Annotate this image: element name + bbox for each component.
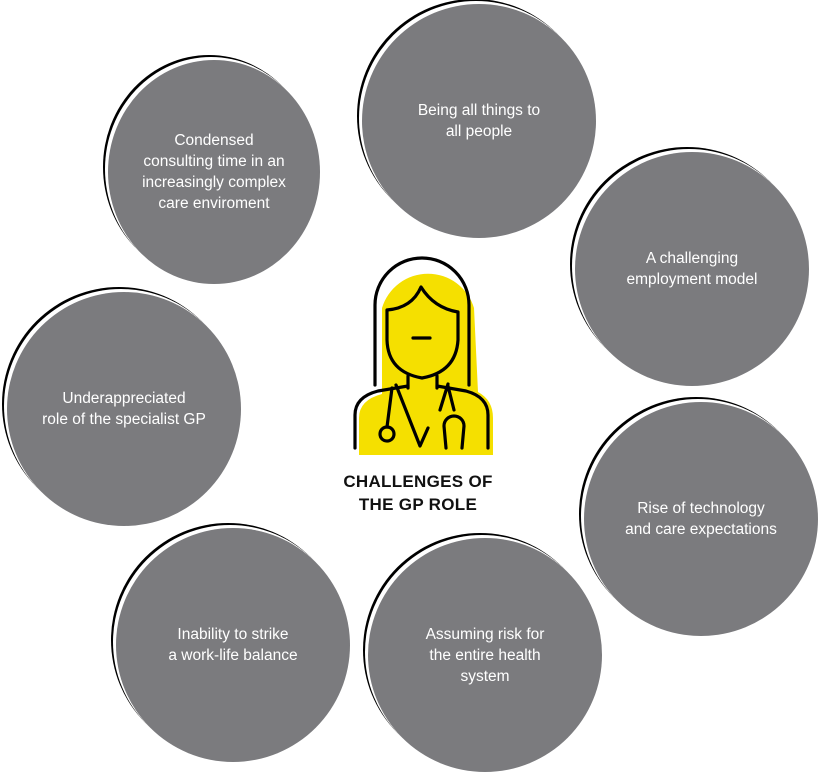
challenge-circle-employment-model: A challenging employment model [575,152,809,386]
challenge-circle-all-things: Being all things to all people [362,4,596,238]
challenge-circle-condensed-time: Condensed consulting time in an increasi… [108,60,320,284]
title-line-1: CHALLENGES OF [343,472,493,491]
challenge-label: Rise of technology and care expectations [625,500,777,538]
icon-yellow-fill [359,273,493,455]
challenge-label: Inability to strike a work-life balance [168,626,298,664]
female-doctor-icon [353,256,493,455]
challenge-label: Condensed consulting time in an increasi… [142,132,286,212]
challenge-circle-risk: Assuming risk for the entire health syst… [368,538,602,772]
title-line-2: THE GP ROLE [358,495,478,514]
challenge-circle-technology: Rise of technology and care expectations [584,402,818,636]
diagram-title: CHALLENGES OF THE GP ROLE [318,470,518,516]
challenge-circle-underappreciated: Underappreciated role of the specialist … [7,292,241,526]
challenge-label: Being all things to all people [417,102,541,140]
challenge-label: A challenging employment model [626,250,758,288]
challenge-circle-work-life: Inability to strike a work-life balance [116,528,350,762]
challenge-label: Underappreciated role of the specialist … [42,390,206,428]
challenge-label: Assuming risk for the entire health syst… [425,625,545,685]
